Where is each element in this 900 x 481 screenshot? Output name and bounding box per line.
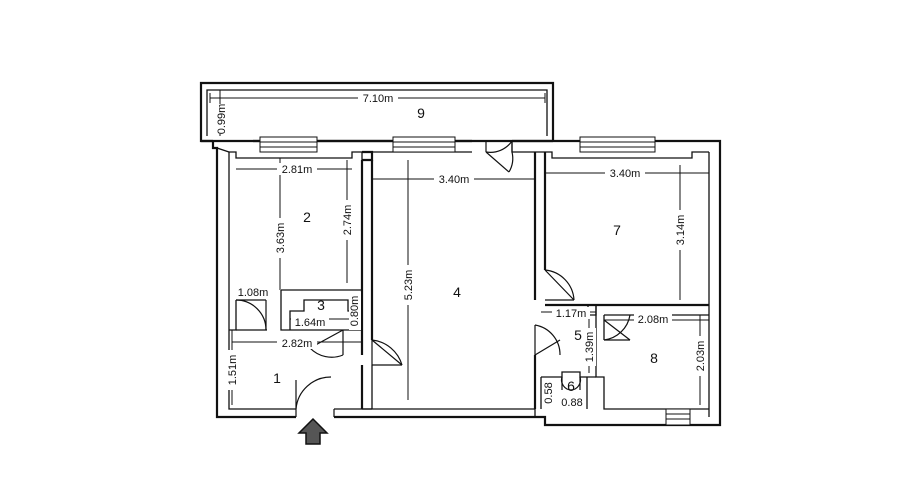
windows (259, 136, 691, 426)
room-number-3: 3 (317, 297, 325, 313)
door-entrance (295, 376, 335, 417)
room4-length-label: 5.23m (403, 270, 415, 301)
door-room7 (544, 269, 575, 301)
room-numbers: 1 2 3 4 5 6 7 8 9 (273, 105, 658, 394)
door-balcony (485, 140, 514, 173)
door-room8 (603, 314, 631, 341)
closet-width-label: 1.08m (238, 287, 269, 299)
hall-depth-label: 1.51m (227, 355, 239, 386)
room-number-9: 9 (417, 105, 425, 121)
hall-width-label: 2.82m (282, 338, 313, 350)
room-number-8: 8 (650, 350, 658, 366)
room6-depth-label: 0.58 (543, 382, 555, 403)
room8-length-label: 2.03m (695, 341, 707, 372)
door-room4 (371, 339, 403, 366)
door-room5 (534, 324, 561, 356)
room5-width-label: 1.17m (556, 308, 587, 320)
window-room8 (665, 408, 691, 426)
room-number-1: 1 (273, 370, 281, 386)
room-number-6: 6 (567, 378, 575, 394)
room-number-2: 2 (303, 209, 311, 225)
window-room2 (259, 136, 318, 153)
window-room4 (392, 136, 456, 153)
room7-length-label: 3.14m (675, 215, 687, 246)
room2-width-label: 2.81m (282, 164, 313, 176)
room-number-5: 5 (574, 327, 582, 343)
room4-width-label: 3.40m (439, 174, 470, 186)
room3-width-label: 1.64m (295, 317, 326, 329)
room-number-4: 4 (453, 284, 461, 300)
room2-inner-label: 2.74m (342, 205, 354, 236)
balcony (199, 81, 555, 143)
window-room7 (579, 136, 656, 153)
balcony-depth-label: 0.99m (216, 104, 228, 135)
door-room2 (235, 299, 267, 331)
room2-length-label: 3.63m (275, 223, 287, 254)
entrance-arrow-icon (297, 417, 329, 445)
room6-width-label: 0.88 (561, 397, 582, 409)
door-room6 (560, 376, 582, 391)
room8-width-label: 2.08m (638, 314, 669, 326)
room5-length-label: 1.39m (584, 332, 596, 363)
doors (235, 140, 631, 417)
room7-width-label: 3.40m (610, 168, 641, 180)
balcony-width-label: 7.10m (363, 93, 394, 105)
room-number-7: 7 (613, 222, 621, 238)
dimension-labels: 7.10m 0.99m 2.81m 3.63m 2.74m 3.40m 5.23… (214, 92, 707, 409)
room3-depth-label: 0.80m (349, 296, 361, 327)
